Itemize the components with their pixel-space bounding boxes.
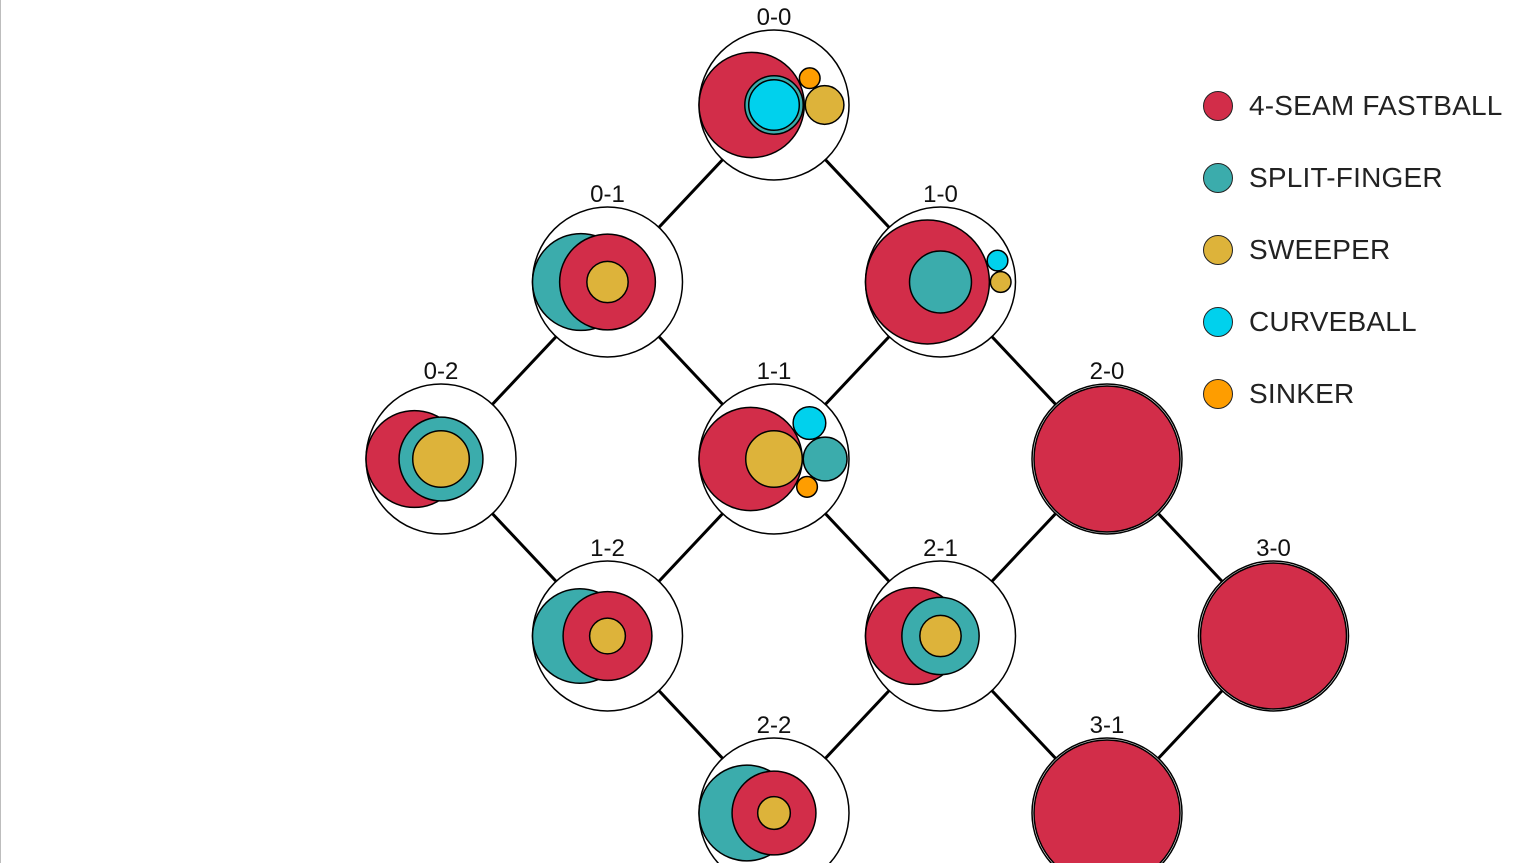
pitch-bubble-sweeper (989, 270, 1012, 294)
count-node-22 (698, 737, 850, 863)
count-label: 1-1 (757, 358, 792, 385)
legend-label-sweeper: SWEEPER (1249, 234, 1391, 265)
count-nodes (365, 29, 1350, 863)
pitch-bubble-fastball (1199, 562, 1348, 710)
pitch-bubble-curve (747, 78, 801, 132)
legend-item-sweeper: SWEEPER (1203, 214, 1503, 286)
legend-item-sinker: SINKER (1203, 358, 1503, 430)
pitch-bubble-sinker (795, 475, 819, 498)
count-label: 0-1 (590, 181, 625, 208)
legend-label-curveball: CURVEBALL (1249, 306, 1417, 337)
count-node-11 (698, 383, 850, 535)
pitch-bubble-sinker (798, 67, 821, 90)
count-label: 3-1 (1090, 712, 1125, 739)
count-label: 1-2 (590, 535, 625, 562)
pitch-bubble-sweeper (756, 795, 792, 831)
legend-item-fastball: 4-SEAM FASTBALL (1203, 70, 1503, 142)
pitch-bubble-sweeper (919, 614, 962, 658)
legend-label-split-finger: SPLIT-FINGER (1249, 162, 1443, 193)
legend-label-fastball: 4-SEAM FASTBALL (1249, 90, 1503, 121)
count-label: 0-0 (757, 4, 792, 31)
pitch-bubble-split (802, 436, 848, 482)
pitch-bubble-sweeper (744, 429, 804, 489)
pitch-bubble-fastball (1033, 385, 1181, 533)
legend-swatch-curveball (1203, 307, 1233, 337)
count-node-01 (531, 206, 684, 358)
count-label: 1-0 (923, 181, 958, 208)
count-label: 2-1 (923, 535, 958, 562)
legend-swatch-sweeper (1203, 235, 1233, 265)
pitch-bubble-fastball (1033, 739, 1181, 863)
count-label: 2-0 (1090, 358, 1125, 385)
count-node-02 (365, 383, 517, 535)
count-node-12 (531, 560, 684, 712)
count-label: 2-2 (757, 712, 792, 739)
count-node-00 (698, 29, 850, 181)
pitch-bubble-sweeper (411, 429, 471, 489)
legend-label-sinker: SINKER (1249, 378, 1355, 409)
pitch-bubble-sweeper (586, 260, 629, 304)
pitch-bubble-sweeper (588, 617, 627, 655)
count-node-30 (1197, 560, 1350, 712)
pitch-bubble-curve (986, 249, 1009, 272)
pitch-bubble-sweeper (804, 84, 845, 126)
count-label: 3-0 (1256, 535, 1291, 562)
count-label: 0-2 (424, 358, 459, 385)
legend-item-curveball: CURVEBALL (1203, 286, 1503, 358)
count-node-20 (1031, 383, 1183, 535)
legend-swatch-fastball (1203, 91, 1233, 121)
count-node-10 (864, 206, 1017, 358)
count-node-31 (1031, 737, 1183, 863)
legend-swatch-sinker (1203, 379, 1233, 409)
pitch-bubble-split (908, 250, 973, 314)
pitch-bubble-curve (792, 405, 827, 441)
legend: 4-SEAM FASTBALL SPLIT-FINGER SWEEPER CUR… (1203, 70, 1503, 430)
count-labels: 0-0 0-1 1-0 0-2 1-1 2-0 1-2 2-1 3-0 2-2 3-1 (424, 4, 1291, 739)
legend-item-split-finger: SPLIT-FINGER (1203, 142, 1503, 214)
legend-swatch-split-finger (1203, 163, 1233, 193)
count-node-21 (864, 560, 1017, 712)
